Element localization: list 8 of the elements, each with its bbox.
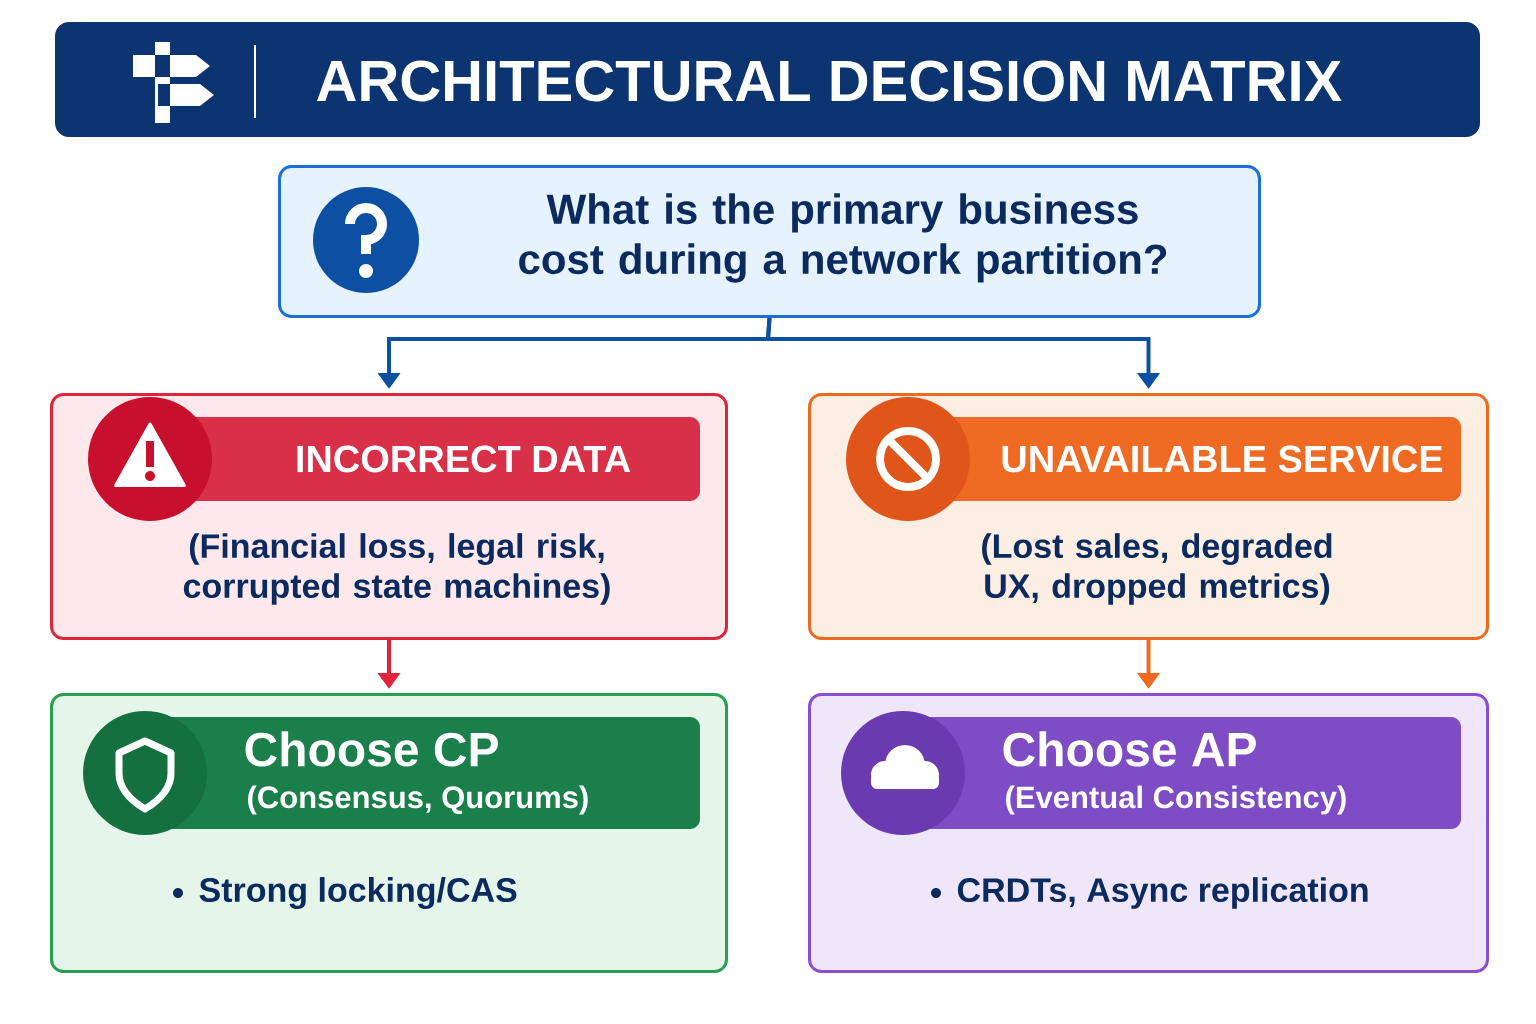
title-banner: ARCHITECTURAL DECISION MATRIX [55,22,1480,137]
node-label: What is the primary business cost during a network partition? [519,193,1167,283]
description-text: (Financial loss, legal risk, corrupted state machines) [183,533,610,605]
header-band: Choose CP (Consensus, Quorums) [150,717,700,829]
bullet-item: Strong locking/CAS [173,877,517,909]
header-band: Choose AP (Eventual Consistency) [908,717,1461,829]
bullet-item: CRDTs, Async replication [931,877,1368,909]
description-text: (Lost sales, degraded UX, dropped metrics) [982,533,1332,605]
